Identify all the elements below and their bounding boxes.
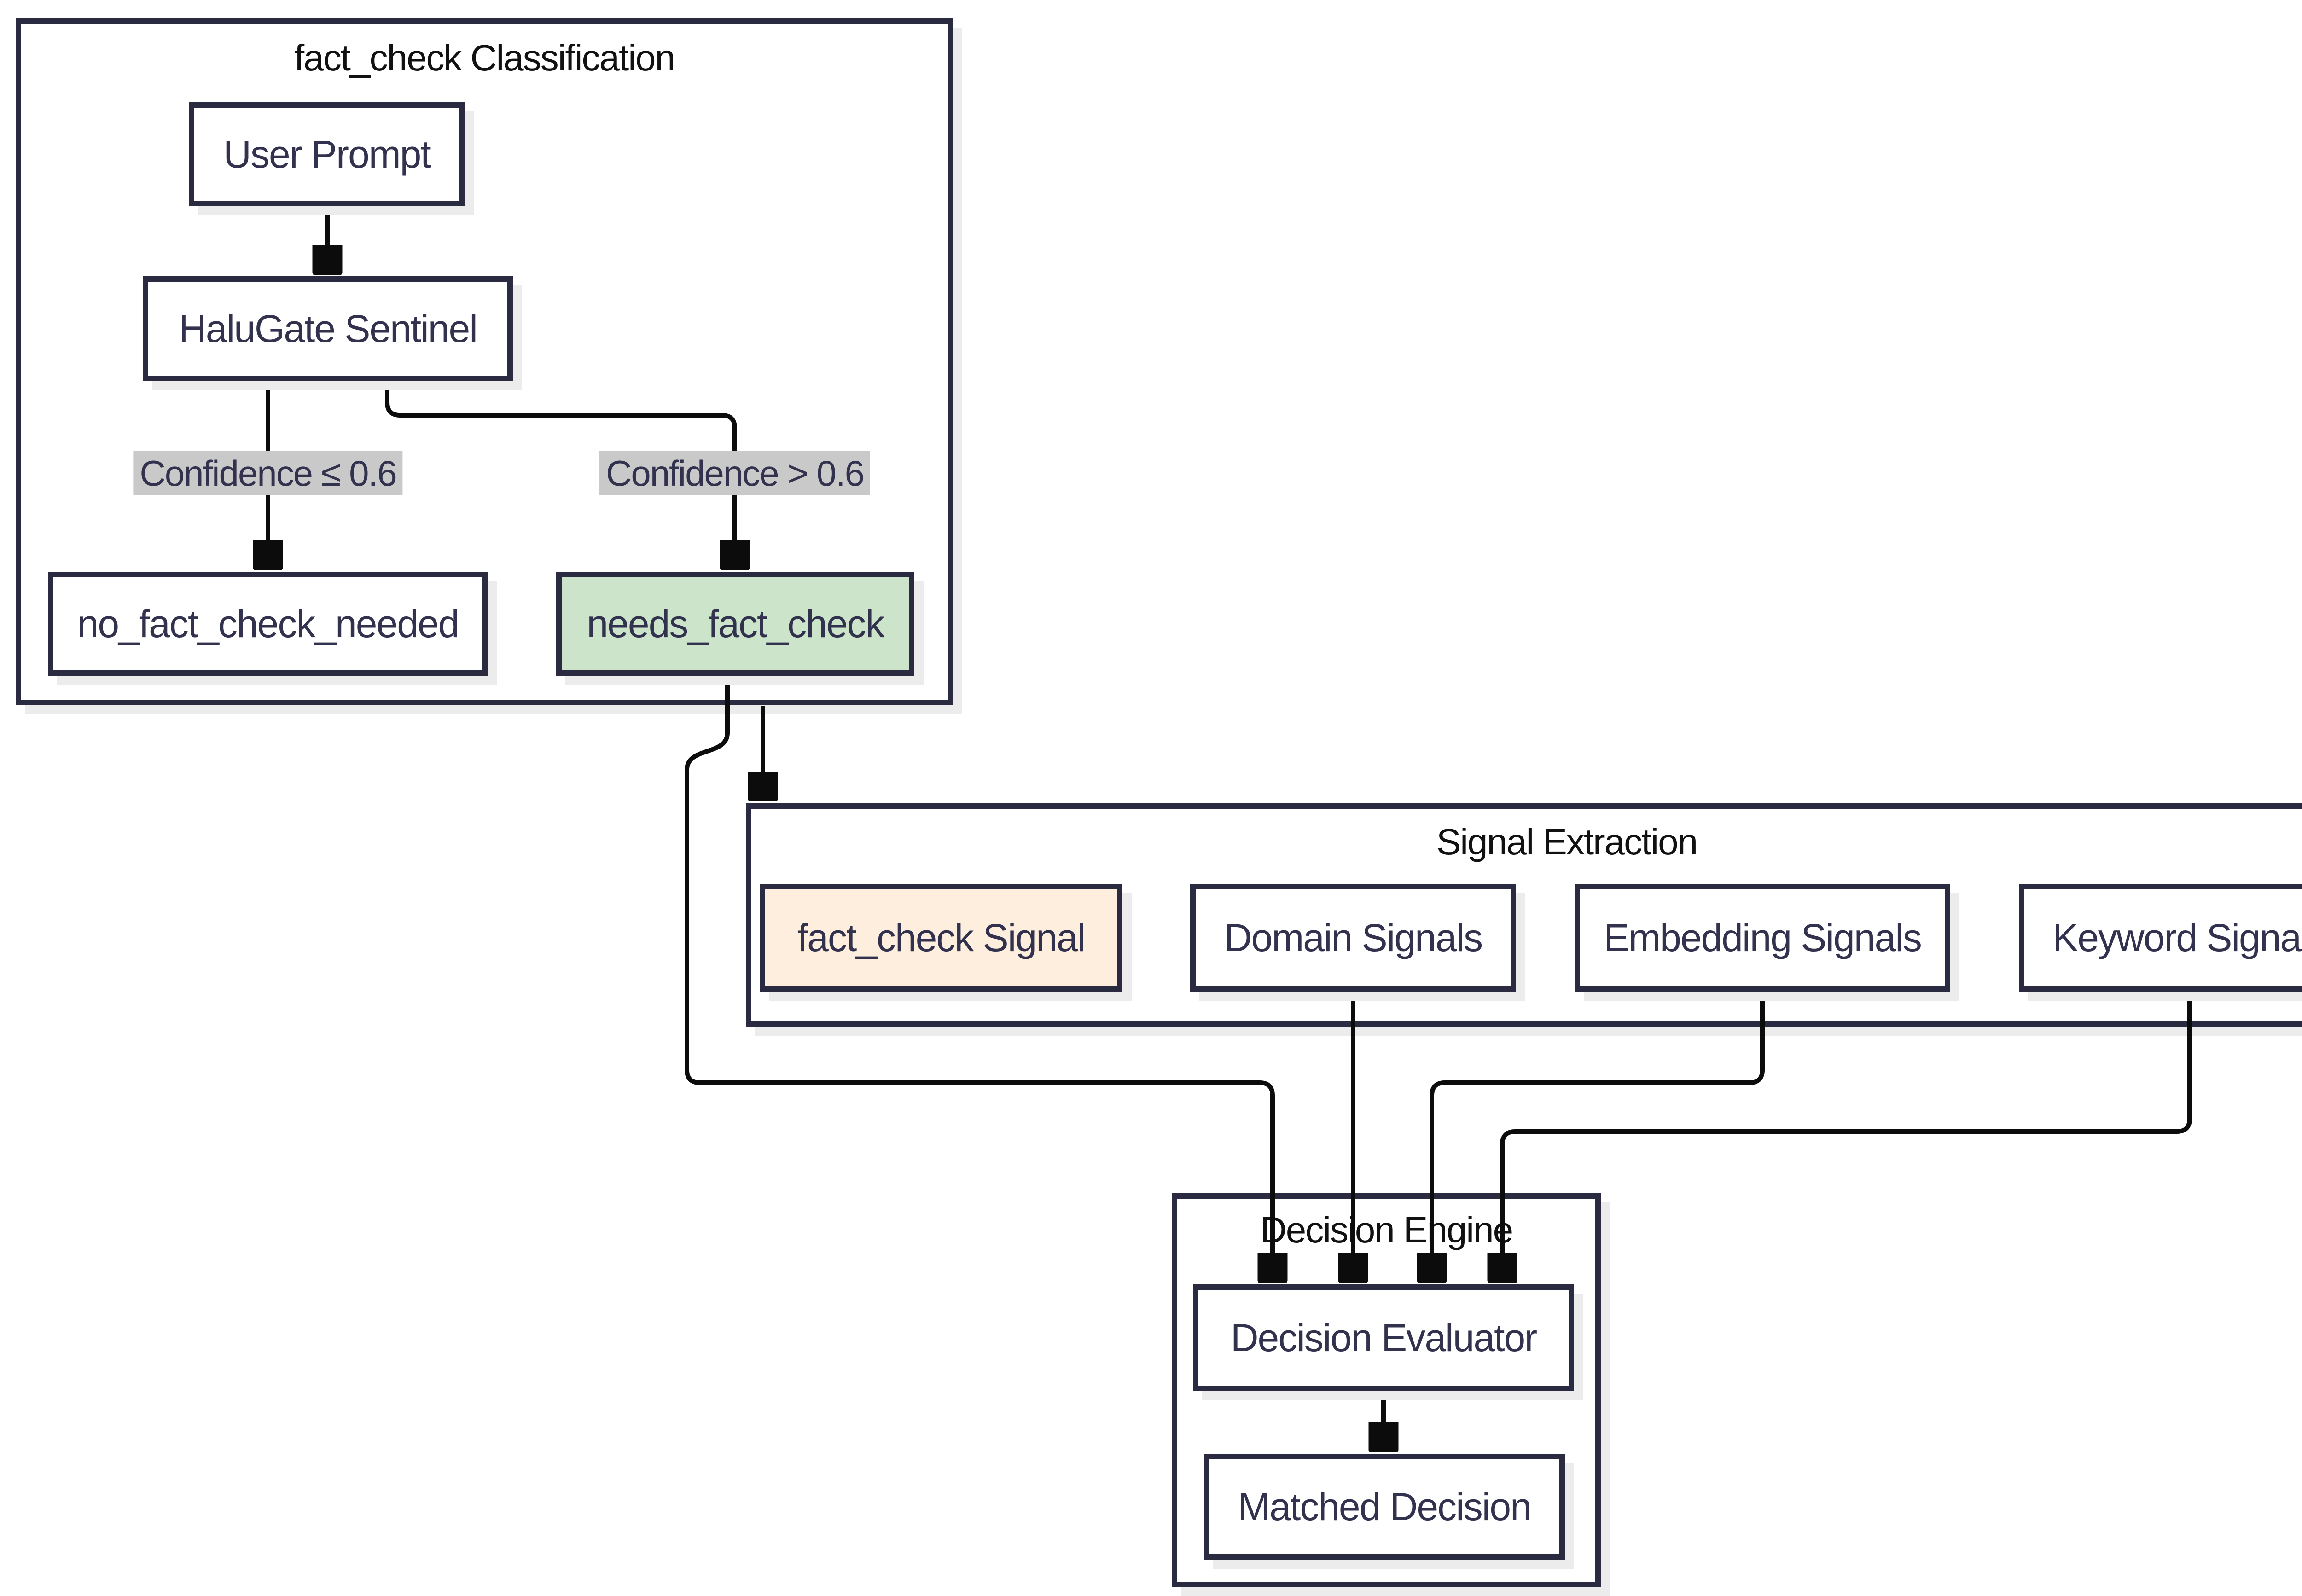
node-no-fact-check-needed-label: no_fact_check_needed	[77, 602, 460, 645]
node-domain-signals-label: Domain Signals	[1224, 916, 1483, 959]
node-embedding-signals: Embedding Signals	[1575, 884, 1950, 992]
cluster-title-fact-check-classification: fact_check Classification	[294, 37, 675, 78]
node-user-prompt: User Prompt	[189, 102, 465, 206]
node-fact-check-signal-label: fact_check Signal	[797, 916, 1086, 959]
node-fact-check-signal: fact_check Signal	[760, 884, 1122, 992]
node-no-fact-check-needed: no_fact_check_needed	[48, 572, 488, 676]
edge-label-high-confidence: Confidence > 0.6	[599, 451, 870, 496]
node-keyword-signals: Keyword Signals	[2019, 884, 2302, 992]
edge-halugate-to-needs-fact-check	[385, 383, 735, 565]
edge-keyword-signals-to-decision-evaluator	[1502, 992, 2192, 1278]
cluster-title-decision-engine: Decision Engine	[1260, 1209, 1513, 1250]
node-decision-evaluator-label: Decision Evaluator	[1230, 1316, 1537, 1359]
node-user-prompt-label: User Prompt	[223, 132, 431, 176]
cluster-title-signal-extraction: Signal Extraction	[1436, 821, 1698, 862]
node-keyword-signals-label: Keyword Signals	[2052, 916, 2302, 959]
node-matched-decision: Matched Decision	[1204, 1454, 1565, 1560]
node-decision-evaluator: Decision Evaluator	[1193, 1284, 1574, 1391]
node-matched-decision-label: Matched Decision	[1238, 1485, 1532, 1528]
node-needs-fact-check: needs_fact_check	[556, 572, 914, 676]
edge-label-low-confidence: Confidence ≤ 0.6	[133, 451, 403, 496]
node-domain-signals: Domain Signals	[1190, 884, 1516, 992]
node-embedding-signals-label: Embedding Signals	[1604, 916, 1922, 959]
node-halugate-sentinel-label: HaluGate Sentinel	[179, 307, 478, 350]
edge-needs-fact-check-to-decision-evaluator	[685, 677, 1273, 1278]
node-needs-fact-check-label: needs_fact_check	[587, 602, 884, 645]
node-halugate-sentinel: HaluGate Sentinel	[143, 276, 513, 381]
edge-embedding-signals-to-decision-evaluator	[1432, 992, 1765, 1278]
